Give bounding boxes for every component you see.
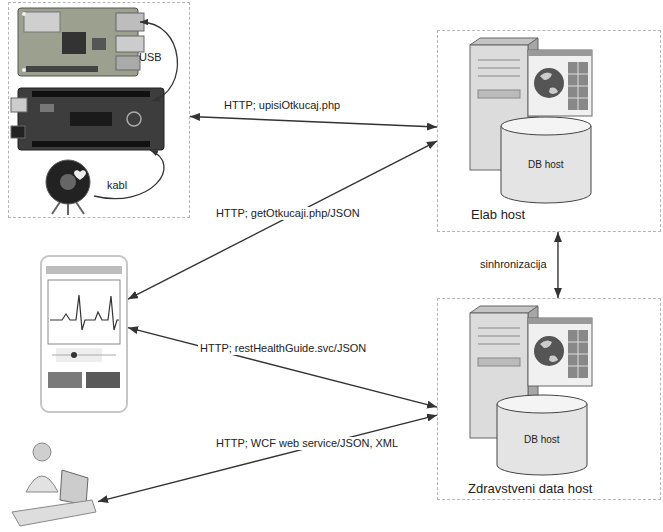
wire-label: USB bbox=[139, 51, 162, 64]
edge-label: HTTP; restHealthGuide.svc/JSON bbox=[198, 342, 368, 355]
database-label: DB host bbox=[528, 159, 564, 171]
cylinder-body bbox=[497, 404, 587, 475]
map-window bbox=[528, 50, 592, 116]
edge-label: HTTP; WCF web service/JSON, XML bbox=[214, 437, 400, 450]
cylinder-top bbox=[497, 395, 587, 413]
database-label: DB host bbox=[524, 434, 560, 446]
phone-screen bbox=[46, 266, 122, 388]
node-title: Zdravstveni data host bbox=[468, 481, 592, 497]
phone bbox=[40, 255, 128, 413]
cable-wire bbox=[94, 150, 164, 199]
raspberry-pi-board bbox=[18, 8, 144, 76]
user-at-computer bbox=[12, 443, 96, 526]
cylinder-top bbox=[501, 117, 591, 135]
connector-arrow bbox=[98, 415, 437, 501]
connector-arrow bbox=[190, 116, 437, 126]
database-cylinder: DB host bbox=[496, 394, 588, 476]
connector-arrow bbox=[128, 328, 437, 407]
edge-label: HTTP; getOtkucaji.php/JSON bbox=[214, 207, 362, 220]
cylinder-body bbox=[501, 126, 591, 203]
arduino-board bbox=[11, 88, 164, 150]
connector-arrow bbox=[557, 232, 558, 298]
database-cylinder: DB host bbox=[500, 116, 592, 204]
node-title: Elab host bbox=[471, 207, 525, 223]
pulse-sensor bbox=[46, 160, 90, 215]
server-box: Elab host DB host bbox=[437, 30, 661, 232]
server-box: Zdravstveni data host DB host bbox=[437, 298, 661, 500]
connector-arrow bbox=[128, 141, 437, 299]
edge-label: HTTP; upisiOtkucaj.php bbox=[222, 99, 342, 112]
map-window bbox=[528, 318, 592, 386]
wire-label: kabl bbox=[107, 179, 127, 192]
user-workstation bbox=[8, 440, 98, 528]
edge-label: sinhronizacija bbox=[478, 258, 549, 271]
usb-wire bbox=[140, 22, 177, 101]
device-group: USB kabl bbox=[8, 2, 190, 218]
